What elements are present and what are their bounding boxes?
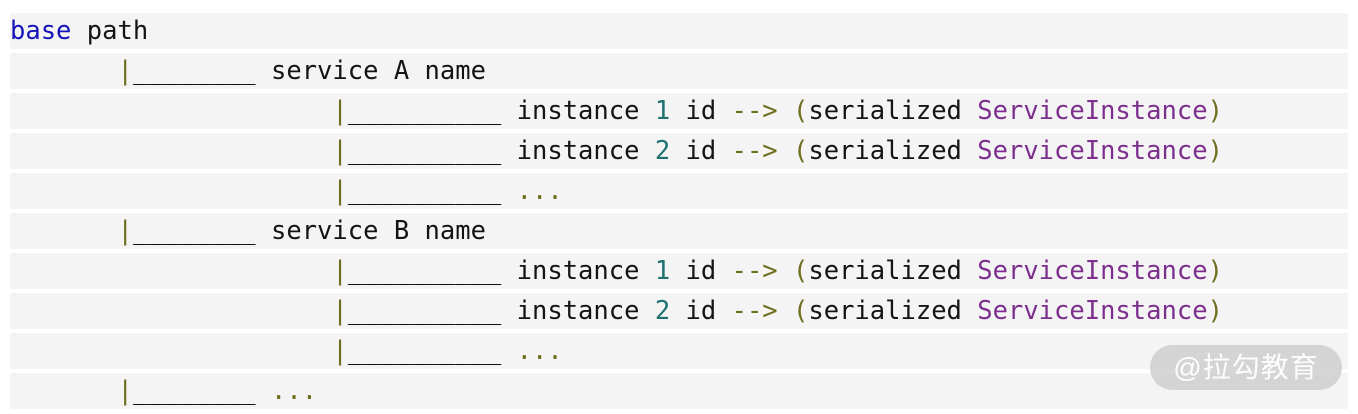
code-line: |________ ...	[10, 373, 1348, 409]
code-line: |__________ instance 1 id --> (serialize…	[10, 253, 1348, 289]
code-segment-plain	[10, 336, 332, 366]
code-segment-plain: id	[670, 296, 732, 326]
code-segment-punct: |	[332, 136, 348, 166]
code-segment-punct: |	[332, 256, 348, 286]
code-segment-punct: -->	[731, 96, 778, 126]
code-segment-plain	[10, 96, 332, 126]
code-segment-punct: |	[117, 216, 133, 246]
code-segment-type: ServiceInstance	[977, 136, 1208, 166]
code-segment-plain	[778, 96, 793, 126]
code-segment-punct: ...	[271, 376, 318, 406]
code-segment-plain: __________ instance	[347, 256, 655, 286]
code-segment-plain	[10, 296, 332, 326]
code-line: |________ service A name	[10, 53, 1348, 89]
code-segment-plain	[10, 176, 332, 206]
code-segment-plain	[778, 296, 793, 326]
code-line: |________ service B name	[10, 213, 1348, 249]
code-segment-plain: serialized	[808, 296, 978, 326]
code-segment-punct: (	[793, 96, 809, 126]
watermark-badge: @拉勾教育	[1150, 345, 1342, 390]
code-segment-punct: )	[1207, 96, 1223, 126]
code-line: |__________ instance 1 id --> (serialize…	[10, 93, 1348, 129]
code-segment-punct: -->	[731, 296, 778, 326]
code-segment-type: ServiceInstance	[977, 256, 1208, 286]
code-segment-plain: __________	[347, 176, 517, 206]
code-segment-plain: ________ service A name	[132, 56, 486, 86]
code-segment-type: ServiceInstance	[977, 296, 1208, 326]
code-segment-plain	[10, 256, 332, 286]
code-segment-plain: ________ service B name	[132, 216, 486, 246]
code-segment-plain	[10, 376, 117, 406]
code-segment-punct: (	[793, 136, 809, 166]
code-segment-plain: serialized	[808, 256, 978, 286]
code-segment-plain	[10, 216, 117, 246]
code-segment-plain: ________	[132, 376, 271, 406]
code-line: |__________ instance 2 id --> (serialize…	[10, 293, 1348, 329]
code-segment-punct: |	[332, 176, 348, 206]
code-segment-punct: ...	[516, 336, 563, 366]
code-segment-punct: (	[793, 256, 809, 286]
code-segment-plain: serialized	[808, 96, 978, 126]
code-segment-plain	[778, 256, 793, 286]
code-line: base path	[10, 13, 1348, 49]
code-segment-plain	[10, 56, 117, 86]
code-segment-type: ServiceInstance	[977, 96, 1208, 126]
code-segment-plain: __________	[347, 336, 517, 366]
code-segment-plain: __________ instance	[347, 96, 655, 126]
code-line: |__________ ...	[10, 333, 1348, 369]
code-segment-punct: -->	[731, 136, 778, 166]
code-segment-punct: -->	[731, 256, 778, 286]
code-segment-punct: ...	[516, 176, 563, 206]
code-segment-punct: |	[332, 336, 348, 366]
code-segment-plain: id	[670, 96, 732, 126]
code-segment-plain: id	[670, 136, 732, 166]
code-segment-plain: id	[670, 256, 732, 286]
code-segment-punct: )	[1207, 136, 1223, 166]
code-segment-plain	[10, 136, 332, 166]
code-segment-plain: __________ instance	[347, 136, 655, 166]
code-segment-number: 1	[654, 96, 671, 126]
code-segment-plain: path	[71, 16, 149, 46]
code-segment-punct: |	[332, 296, 348, 326]
code-segment-plain: __________ instance	[347, 296, 655, 326]
zookeeper-path-tree-diagram: base path |________ service A name |____…	[0, 13, 1358, 413]
code-segment-number: 2	[654, 296, 671, 326]
code-segment-keyword: base	[10, 16, 72, 46]
code-segment-plain: serialized	[808, 136, 978, 166]
code-segment-plain	[778, 136, 793, 166]
code-segment-punct: (	[793, 296, 809, 326]
code-segment-punct: |	[117, 376, 133, 406]
code-line: |__________ ...	[10, 173, 1348, 209]
code-segment-punct: )	[1207, 256, 1223, 286]
code-segment-punct: |	[332, 96, 348, 126]
code-line: |__________ instance 2 id --> (serialize…	[10, 133, 1348, 169]
code-segment-number: 2	[654, 136, 671, 166]
code-segment-number: 1	[654, 256, 671, 286]
code-segment-punct: )	[1207, 296, 1223, 326]
code-segment-punct: |	[117, 56, 133, 86]
